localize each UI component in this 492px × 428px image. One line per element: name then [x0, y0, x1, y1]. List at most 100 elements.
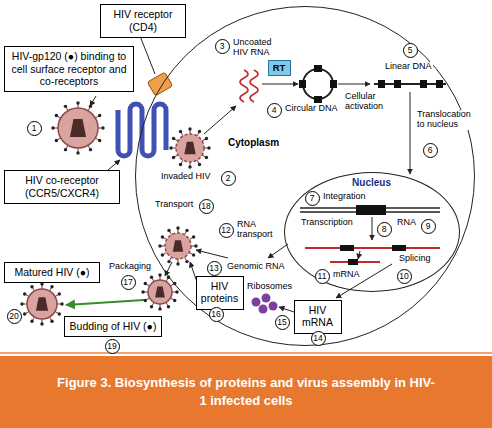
- box-text: Budding of HIV (●): [69, 320, 157, 333]
- virus-envelope: [27, 289, 57, 319]
- dna-block: [299, 80, 306, 88]
- rna-block: [348, 259, 358, 265]
- gp120-knob: [158, 307, 161, 310]
- process-label: Cellular activation: [344, 92, 394, 112]
- dna-block: [314, 65, 322, 72]
- gp120-knob: [185, 260, 188, 263]
- process-arrow: [358, 251, 360, 259]
- band-rule: [0, 352, 492, 354]
- virus-core: [173, 240, 184, 252]
- gp120-knob: [20, 302, 23, 305]
- dna-block: [436, 80, 443, 88]
- leader-line: [90, 96, 96, 106]
- gp120-knob: [144, 299, 147, 302]
- gp120-knob: [167, 276, 170, 279]
- box-text: HIV mRNA: [299, 304, 337, 329]
- process-box: HIV proteins: [196, 276, 244, 310]
- virus-core: [184, 142, 195, 155]
- process-arrow: [196, 250, 228, 258]
- gp120-knob: [50, 285, 53, 288]
- virus-envelope: [148, 280, 172, 304]
- callout-number: 4: [267, 103, 282, 118]
- process-arrow: [262, 84, 298, 85]
- process-label: Genomic RNA: [226, 262, 286, 272]
- gp120-knob: [55, 139, 58, 142]
- callout-number: 18: [199, 199, 214, 214]
- dna-block: [330, 80, 337, 88]
- figure-caption: Figure 3. Biosynthesis of proteins and v…: [56, 362, 436, 422]
- process-arrow: [279, 307, 294, 312]
- rna-block: [392, 245, 406, 251]
- box-text: HIV co-receptor (CCR5/CXCR4): [9, 174, 115, 199]
- gp120-knob: [198, 163, 201, 166]
- gp120-knob: [172, 156, 175, 159]
- callout-box: Budding of HIV (●): [64, 316, 162, 337]
- callout-number: 8: [377, 222, 392, 237]
- gp120-knob: [158, 244, 161, 247]
- gp120-knob: [30, 320, 33, 323]
- process-label: Transport: [154, 200, 194, 210]
- gp120-knob: [167, 229, 170, 232]
- box-text: RT: [272, 62, 287, 73]
- process-arrow: [165, 262, 172, 276]
- gp120-knob: [23, 292, 26, 295]
- process-label: Packaging: [108, 262, 152, 272]
- gp120-knob: [185, 229, 188, 232]
- rna-block: [340, 245, 354, 251]
- gp120-knob: [40, 322, 43, 325]
- process-label: Uncoated HIV RNA: [232, 38, 290, 58]
- gp120-knob: [150, 276, 153, 279]
- gp120-knob: [30, 285, 33, 288]
- process-arrow: [410, 92, 411, 174]
- gp120-knob: [167, 260, 170, 263]
- callout-number: 12: [219, 223, 234, 238]
- rna-strand: [305, 247, 440, 249]
- gp120-knob: [173, 299, 176, 302]
- gp120-knob: [23, 312, 26, 315]
- virus-particle: [158, 226, 197, 265]
- gp120-knob: [98, 139, 101, 142]
- callout-number: 15: [275, 315, 290, 330]
- ribosome: [259, 305, 268, 314]
- cd4-receptor: [147, 72, 172, 96]
- process-label: mRNA: [332, 270, 361, 280]
- gp120-knob: [101, 126, 104, 129]
- gp120-knob: [188, 165, 191, 168]
- gp120-knob: [161, 235, 164, 238]
- gp120-knob: [169, 146, 172, 149]
- gp120-knob: [60, 302, 63, 305]
- gp120-knob: [167, 305, 170, 308]
- virus-particle: [20, 282, 63, 325]
- gp120-knob: [55, 114, 58, 117]
- process-label: Transcription: [300, 218, 354, 228]
- virus-group: [20, 101, 210, 325]
- gp120-knob: [76, 151, 79, 154]
- gp120-knob: [98, 114, 101, 117]
- virus-core: [70, 119, 86, 137]
- callout-box: HIV co-receptor (CCR5/CXCR4): [4, 170, 120, 204]
- caption-band: [0, 356, 492, 428]
- rna-strand: [250, 70, 258, 102]
- enzyme-tag: RT: [268, 60, 291, 76]
- gp120-knob: [51, 126, 54, 129]
- gp120-knob: [141, 290, 144, 293]
- gp120-knob: [150, 305, 153, 308]
- maturation-arrow: [66, 300, 144, 305]
- callout-number: 17: [121, 275, 136, 290]
- dna-block: [394, 80, 401, 88]
- process-box: HIV mRNA: [294, 300, 342, 334]
- gp120-knob: [179, 130, 182, 133]
- callout-number: 19: [105, 339, 120, 354]
- gp120-knob: [207, 146, 210, 149]
- gp120-knob: [76, 101, 79, 104]
- gp120-knob: [194, 244, 197, 247]
- process-label: Linear DNA: [384, 62, 433, 72]
- receptor-label-box: HIV receptor (CD4): [100, 4, 186, 38]
- leader-line: [140, 36, 155, 74]
- callout-number: 11: [315, 269, 330, 284]
- callout-number: 6: [423, 143, 438, 158]
- gp120-knob: [89, 105, 92, 108]
- callout-number: 13: [207, 261, 222, 276]
- virus-envelope: [176, 134, 204, 162]
- virus-particle: [141, 273, 178, 310]
